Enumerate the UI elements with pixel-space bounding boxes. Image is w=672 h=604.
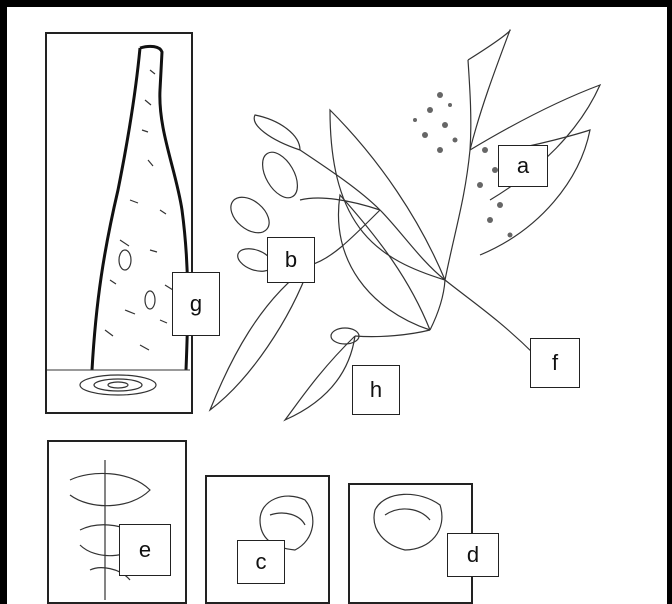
root-panel xyxy=(47,440,187,604)
label-c: c xyxy=(237,540,285,584)
label-f: f xyxy=(530,338,580,388)
label-e: e xyxy=(119,524,171,576)
label-b: b xyxy=(267,237,315,283)
trunk-panel xyxy=(45,32,193,414)
label-d: d xyxy=(447,533,499,577)
label-h: h xyxy=(352,365,400,415)
label-g: g xyxy=(172,272,220,336)
label-a: a xyxy=(498,145,548,187)
